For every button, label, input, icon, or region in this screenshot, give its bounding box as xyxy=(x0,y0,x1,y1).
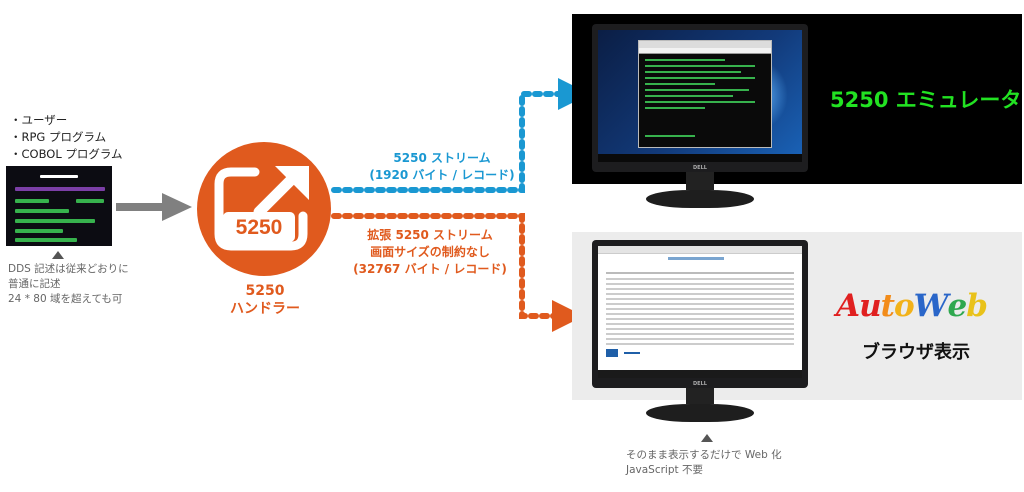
handler-label-line: 5250 xyxy=(245,283,285,299)
logo-letter: A xyxy=(836,288,860,324)
dds-note-line: DDS 記述は従来どおりに xyxy=(8,263,129,275)
source-item-user: ・ユーザー xyxy=(10,113,68,127)
handler-label: 5250 ハンドラー xyxy=(230,282,300,318)
emulator-monitor-stand xyxy=(646,190,754,208)
dds-note-line: 24 * 80 域を超えても可 xyxy=(8,293,123,305)
extended-stream-line: 画面サイズの制約なし xyxy=(370,245,490,259)
browser-toolbar xyxy=(598,246,802,254)
logo-letter: u xyxy=(859,288,882,324)
export-arrow-icon xyxy=(214,166,309,251)
logo-letter: b xyxy=(966,288,988,324)
handler-circle: 5250 xyxy=(197,142,331,276)
extended-stream-line: 拡張 5250 ストリーム xyxy=(367,228,493,242)
source-item-rpg: ・RPG プログラム xyxy=(10,130,107,144)
terminal-green-bar xyxy=(15,199,49,203)
autoweb-monitor-brand: DELL xyxy=(693,381,707,387)
terminal-screen-icon xyxy=(6,166,112,246)
standard-stream-line: (1920 バイト / レコード) xyxy=(369,168,515,182)
emulator-title: 5250 エミュレータ xyxy=(830,88,1022,112)
web-note-line: JavaScript 不要 xyxy=(626,464,703,476)
emulator-monitor-neck xyxy=(686,172,714,190)
web-note-line: そのまま表示するだけで Web 化 xyxy=(626,449,782,461)
dds-note: DDS 記述は従来どおりに 普通に記述 24 * 80 域を超えても可 xyxy=(8,262,129,307)
browser-page-button xyxy=(606,349,618,357)
pointer-up-icon xyxy=(701,434,713,442)
dds-note-line: 普通に記述 xyxy=(8,278,61,290)
autoweb-monitor-stand xyxy=(646,404,754,422)
browser-display-title: ブラウザ表示 xyxy=(862,342,970,363)
extended-stream-label: 拡張 5250 ストリーム 画面サイズの制約なし (32767 バイト / レコ… xyxy=(332,227,528,278)
terminal-green-bar xyxy=(15,209,69,213)
terminal-header-line xyxy=(40,175,78,178)
autoweb-taskbar xyxy=(598,370,802,378)
gray-arrow-icon xyxy=(116,193,192,221)
emulator-screen xyxy=(598,30,802,162)
logo-letter: e xyxy=(947,288,967,324)
terminal-purple-bar xyxy=(15,187,105,191)
handler-number-box xyxy=(223,212,295,242)
logo-letter: o xyxy=(893,288,915,324)
source-list: ・ユーザー ・RPG プログラム ・COBOL プログラム xyxy=(10,112,123,163)
extended-stream-line: (32767 バイト / レコード) xyxy=(353,262,507,276)
emulator-window-titlebar xyxy=(639,41,771,48)
autoweb-screen xyxy=(598,246,802,378)
autoweb-logo: AutoWeb xyxy=(836,288,988,324)
emulator-monitor: DELL xyxy=(592,24,808,172)
emulator-taskbar xyxy=(598,154,802,162)
autoweb-monitor: DELL xyxy=(592,240,808,388)
handler-number: 5250 xyxy=(235,216,283,239)
terminal-green-bar xyxy=(76,199,104,203)
web-note: そのまま表示するだけで Web 化 JavaScript 不要 xyxy=(626,448,782,478)
terminal-green-bar xyxy=(15,238,77,242)
source-item-cobol: ・COBOL プログラム xyxy=(10,147,123,161)
logo-letter: W xyxy=(913,288,949,324)
logo-letter: t xyxy=(880,288,895,324)
emulator-window-menubar xyxy=(639,48,771,54)
handler-label-line: ハンドラー xyxy=(230,301,300,317)
autoweb-monitor-neck xyxy=(686,388,714,404)
terminal-green-bar xyxy=(15,229,63,233)
terminal-green-bar xyxy=(15,219,95,223)
standard-stream-line: 5250 ストリーム xyxy=(393,151,491,165)
pointer-up-icon xyxy=(52,251,64,259)
emulator-window xyxy=(638,40,772,148)
standard-stream-label: 5250 ストリーム (1920 バイト / レコード) xyxy=(352,150,532,184)
emulator-monitor-brand: DELL xyxy=(693,165,707,171)
